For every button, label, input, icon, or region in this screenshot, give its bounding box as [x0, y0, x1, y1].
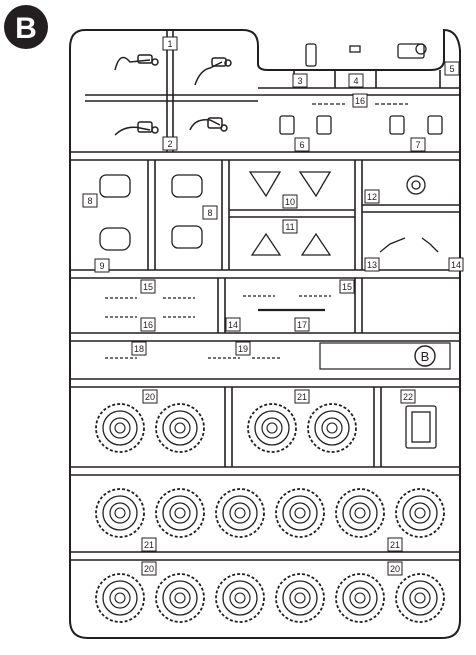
part-number-11: 11	[282, 219, 298, 234]
wheel	[95, 403, 145, 453]
part-number-16: 16	[352, 93, 368, 108]
part-number-7: 7	[410, 137, 426, 152]
wheels	[95, 403, 445, 623]
sheet-corner-badge: B	[319, 342, 451, 370]
wheel	[275, 573, 325, 623]
part-number-8: 8	[82, 193, 98, 208]
part-number-text: 2	[167, 139, 172, 149]
wheel	[155, 573, 205, 623]
part-number-5: 5	[444, 61, 460, 76]
part-number-text: 15	[342, 282, 352, 292]
part-number-10: 10	[282, 194, 298, 209]
wheel	[307, 403, 357, 453]
part-number-text: 21	[144, 540, 154, 550]
part-number-text: 20	[390, 564, 400, 574]
wheel	[155, 403, 205, 453]
part-number-2: 2	[162, 136, 178, 151]
part-number-text: 8	[207, 208, 212, 218]
part-number-text: 14	[228, 320, 238, 330]
part-number-15: 15	[339, 279, 355, 294]
part-number-text: 22	[403, 392, 413, 402]
part-number-20: 20	[142, 389, 158, 404]
part-number-text: 12	[367, 192, 377, 202]
wheel	[215, 488, 265, 538]
wheel	[335, 573, 385, 623]
part-number-18: 18	[131, 341, 147, 356]
part-number-text: 16	[355, 96, 365, 106]
part-number-text: 3	[297, 76, 302, 86]
part-number-6: 6	[294, 137, 310, 152]
wheel	[95, 573, 145, 623]
part-number-text: 19	[238, 344, 248, 354]
part-number-text: 6	[299, 140, 304, 150]
part-number-20: 20	[387, 561, 403, 576]
part-number-9: 9	[94, 258, 110, 273]
part-number-text: 10	[285, 197, 295, 207]
part-number-text: 11	[285, 222, 294, 232]
part-number-14: 14	[448, 257, 464, 272]
wheel	[215, 573, 265, 623]
wheel	[395, 573, 445, 623]
mid-parts	[99, 171, 439, 256]
wheel	[335, 488, 385, 538]
small-parts-top-right	[279, 43, 443, 135]
part-number-text: 5	[449, 64, 454, 74]
part-number-15: 15	[140, 279, 156, 294]
part-number-13: 13	[364, 257, 380, 272]
rod-parts	[105, 295, 331, 359]
part-number-text: 1	[167, 39, 172, 49]
part-number-text: 18	[134, 344, 144, 354]
wheel	[395, 488, 445, 538]
part-number-17: 17	[294, 317, 310, 332]
wheel	[275, 488, 325, 538]
wheel	[155, 488, 205, 538]
part-number-text: 8	[87, 196, 92, 206]
part-number-21: 21	[294, 389, 310, 404]
part-number-3: 3	[292, 73, 308, 88]
part-number-22: 22	[400, 389, 416, 404]
part-number-text: 15	[143, 282, 153, 292]
part-number-text: 7	[415, 140, 420, 150]
part-number-8: 8	[202, 205, 218, 220]
wheel	[95, 488, 145, 538]
sprue-frame	[69, 28, 461, 639]
pedal-parts	[114, 54, 232, 136]
part-number-12: 12	[364, 189, 380, 204]
part-number-14: 14	[225, 317, 241, 332]
sheet-letter-badge: B	[4, 5, 48, 49]
part-number-text: 16	[143, 320, 153, 330]
part-number-text: 17	[297, 320, 307, 330]
part-number-21: 21	[141, 537, 157, 552]
part-number-text: 9	[99, 261, 104, 271]
part-number-text: 21	[390, 540, 400, 550]
part-number-16: 16	[140, 317, 156, 332]
part-number-text: 14	[451, 260, 461, 270]
part-number-text: 20	[144, 564, 154, 574]
part-number-text: 13	[367, 260, 377, 270]
part-number-20: 20	[141, 561, 157, 576]
part-number-4: 4	[348, 73, 364, 88]
part-number-text: 4	[353, 76, 358, 86]
part-number-text: 21	[297, 392, 307, 402]
wheel	[247, 403, 297, 453]
runners	[70, 30, 460, 561]
part-number-21: 21	[387, 537, 403, 552]
part-number-1: 1	[162, 36, 178, 51]
part-number-19: 19	[235, 341, 251, 356]
sheet-corner-letter: B	[421, 349, 430, 364]
sheet-letter: B	[15, 12, 37, 45]
part-22-plate	[405, 405, 437, 449]
part-number-text: 20	[145, 392, 155, 402]
